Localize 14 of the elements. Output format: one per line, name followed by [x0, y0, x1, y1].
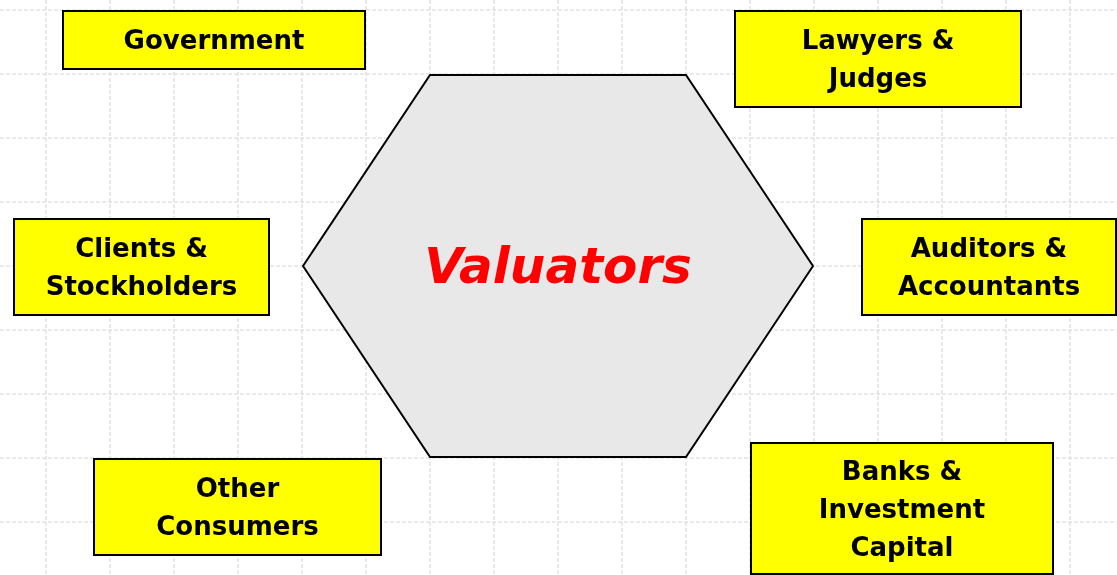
- stakeholder-label: Auditors & Accountants: [896, 232, 1082, 303]
- stakeholder-box: [734, 10, 1022, 108]
- hexagon-shape: [302, 74, 814, 458]
- hexagon-title: Valuators: [424, 241, 692, 291]
- stakeholder-box: [861, 218, 1117, 316]
- stakeholder-label: Other Consumers: [155, 472, 320, 543]
- stakeholder-box: [13, 218, 270, 316]
- stakeholder-label: Clients & Stockholders: [44, 232, 239, 303]
- stakeholder-label: Government: [123, 24, 305, 57]
- stakeholder-box: [750, 442, 1054, 575]
- stakeholder-box: [62, 10, 366, 70]
- stakeholder-box: [93, 458, 382, 556]
- stakeholder-label: Lawyers & Judges: [800, 24, 956, 95]
- stakeholder-label: Banks & Investment Capital: [817, 454, 987, 564]
